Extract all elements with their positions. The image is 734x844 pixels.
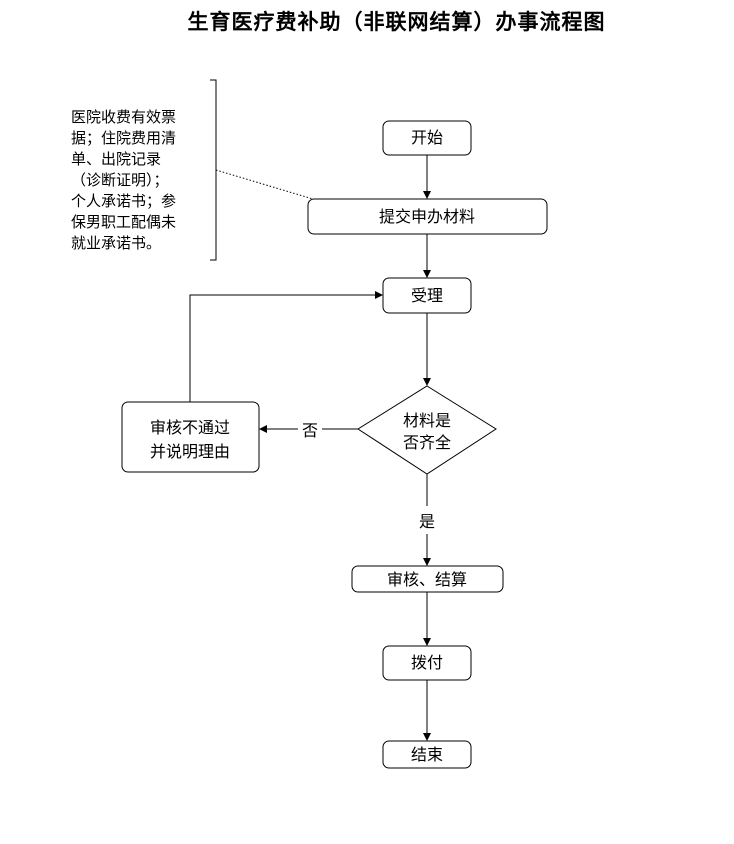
submit-label: 提交申办材料 [379, 207, 475, 226]
accept-label: 受理 [411, 286, 443, 305]
reject-label-2: 并说明理由 [150, 442, 230, 461]
decision-node [357, 385, 497, 475]
page-title: 生育医疗费补助（非联网结算）办事流程图 [187, 10, 606, 34]
arrow-reject-accept [189, 291, 383, 402]
pay-label: 拨付 [411, 653, 443, 672]
note-line: 就业承诺书。 [71, 234, 162, 252]
reject-label-1: 审核不通过 [150, 418, 230, 437]
note-line: （诊断证明）； [71, 171, 169, 189]
end-node [382, 740, 472, 769]
note-line: 个人承诺书；参 [71, 192, 177, 210]
start-label: 开始 [411, 128, 443, 147]
decision-label-1: 材料是 [403, 411, 451, 430]
note-line: 保男职工配偶未 [71, 213, 177, 231]
reject-node [121, 401, 260, 473]
note-bracket [210, 79, 217, 261]
no-label: 否 [302, 421, 318, 440]
end-label: 结束 [411, 745, 443, 764]
yes-label: 是 [419, 512, 435, 531]
note-line: 据；住院费用清 [71, 129, 177, 147]
decision-label-2: 否齐全 [403, 433, 451, 452]
note-line: 医院收费有效票 [71, 108, 177, 126]
review-label: 审核、结算 [387, 570, 467, 589]
note-line: 单、出院记录 [71, 150, 162, 168]
note-leader [215, 169, 314, 200]
materials-note: 医院收费有效票 据；住院费用清 单、出院记录 （诊断证明）； 个人承诺书；参 保… [71, 107, 197, 254]
